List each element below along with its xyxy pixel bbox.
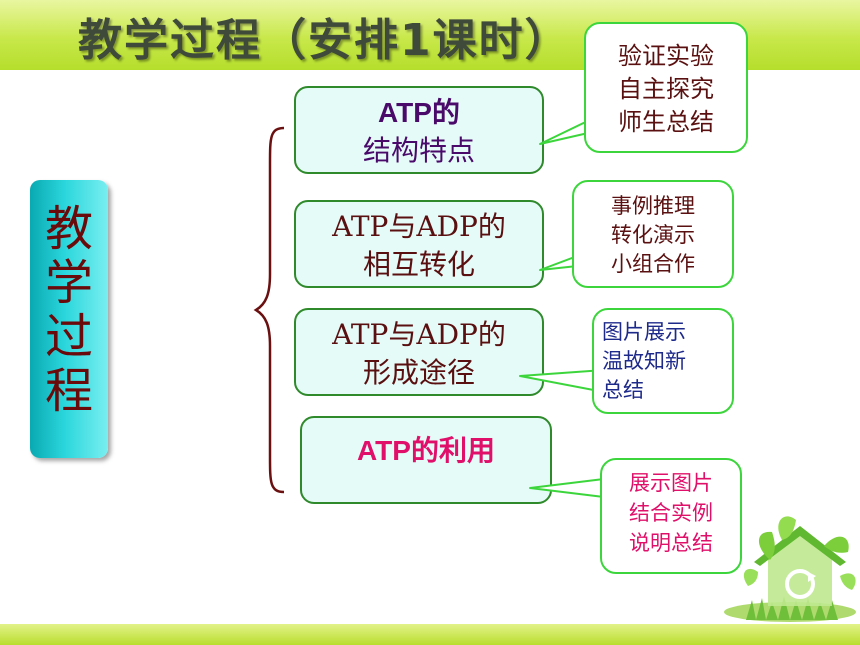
topic-box-utilization: ATP的利用 (300, 416, 552, 504)
callout-line: 验证实验 (618, 42, 714, 70)
callout-line: 自主探究 (618, 75, 714, 103)
callout-line: 温故知新 (602, 349, 686, 373)
callout-method-4: 展示图片 结合实例 说明总结 (600, 458, 742, 574)
callout-line: 结合实例 (629, 501, 713, 525)
callout-method-3: 图片展示 温故知新 总结 (592, 308, 734, 414)
topic-box-formation: ATP与ADP的 形成途径 (294, 308, 544, 396)
callout-line: 总结 (602, 378, 644, 402)
topic-line: 相互转化 (362, 248, 475, 281)
side-label: 教学过程 (44, 201, 93, 419)
callout-line: 图片展示 (602, 320, 686, 344)
callout-line: 师生总结 (618, 108, 714, 136)
bottom-banner (0, 624, 860, 645)
topic-line: 形成途径 (362, 356, 475, 389)
slide-title: 教学过程（安排1课时） (78, 15, 571, 66)
callout-method-1: 验证实验 自主探究 师生总结 (584, 22, 748, 153)
callout-line: 小组合作 (611, 252, 695, 276)
callout-line: 事例推理 (611, 194, 695, 218)
topic-box-structure: ATP的 结构特点 (294, 86, 544, 174)
side-label-text: 教学过程 (30, 202, 108, 418)
topic-line: ATP的 (378, 97, 460, 128)
topic-line: ATP与ADP的 (332, 210, 506, 243)
callout-method-2: 事例推理 转化演示 小组合作 (572, 180, 734, 288)
callout-line: 展示图片 (629, 471, 713, 495)
callout-line: 转化演示 (611, 223, 695, 247)
curly-brace-icon (253, 126, 285, 494)
topic-line: ATP的利用 (357, 435, 495, 466)
topic-line: ATP与ADP的 (332, 318, 506, 351)
callout-line: 说明总结 (629, 531, 713, 555)
side-label-box: 教学过程 (30, 180, 108, 458)
topic-line: 结构特点 (362, 134, 475, 167)
topic-box-conversion: ATP与ADP的 相互转化 (294, 200, 544, 288)
